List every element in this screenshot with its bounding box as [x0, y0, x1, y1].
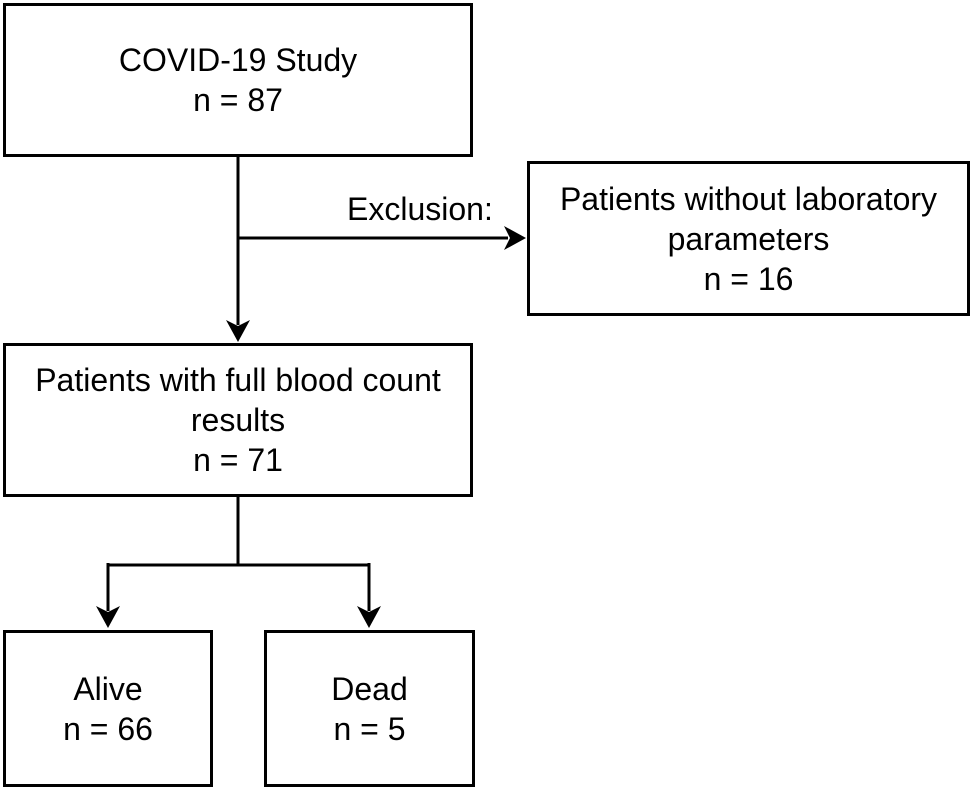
dead-box-count: n = 5: [333, 710, 406, 747]
study-box: COVID-19 Study n = 87: [3, 3, 473, 157]
arrow-study-to-included-head: [226, 320, 250, 342]
arrow-exclusion-head: [504, 226, 526, 250]
study-box-count: n = 87: [193, 82, 283, 118]
alive-box-count: n = 66: [63, 710, 153, 747]
dead-box-label: Dead: [331, 670, 408, 707]
dead-box: Dead n = 5: [264, 630, 475, 787]
alive-box: Alive n = 66: [3, 630, 213, 787]
included-box: Patients with full blood count results n…: [3, 343, 473, 497]
excluded-box-label: Patients without laboratory parameters: [559, 180, 938, 257]
arrow-dead-head: [357, 606, 381, 628]
excluded-box-count: n = 16: [703, 260, 794, 297]
alive-box-label: Alive: [73, 670, 143, 707]
study-box-label: COVID-19 Study: [118, 42, 358, 78]
included-box-count: n = 71: [193, 442, 283, 478]
included-box-label: Patients with full blood count results: [35, 362, 441, 438]
exclusion-edge-label: Exclusion:: [347, 191, 493, 227]
arrow-alive-head: [96, 606, 120, 628]
excluded-box: Patients without laboratory parameters n…: [527, 161, 970, 316]
